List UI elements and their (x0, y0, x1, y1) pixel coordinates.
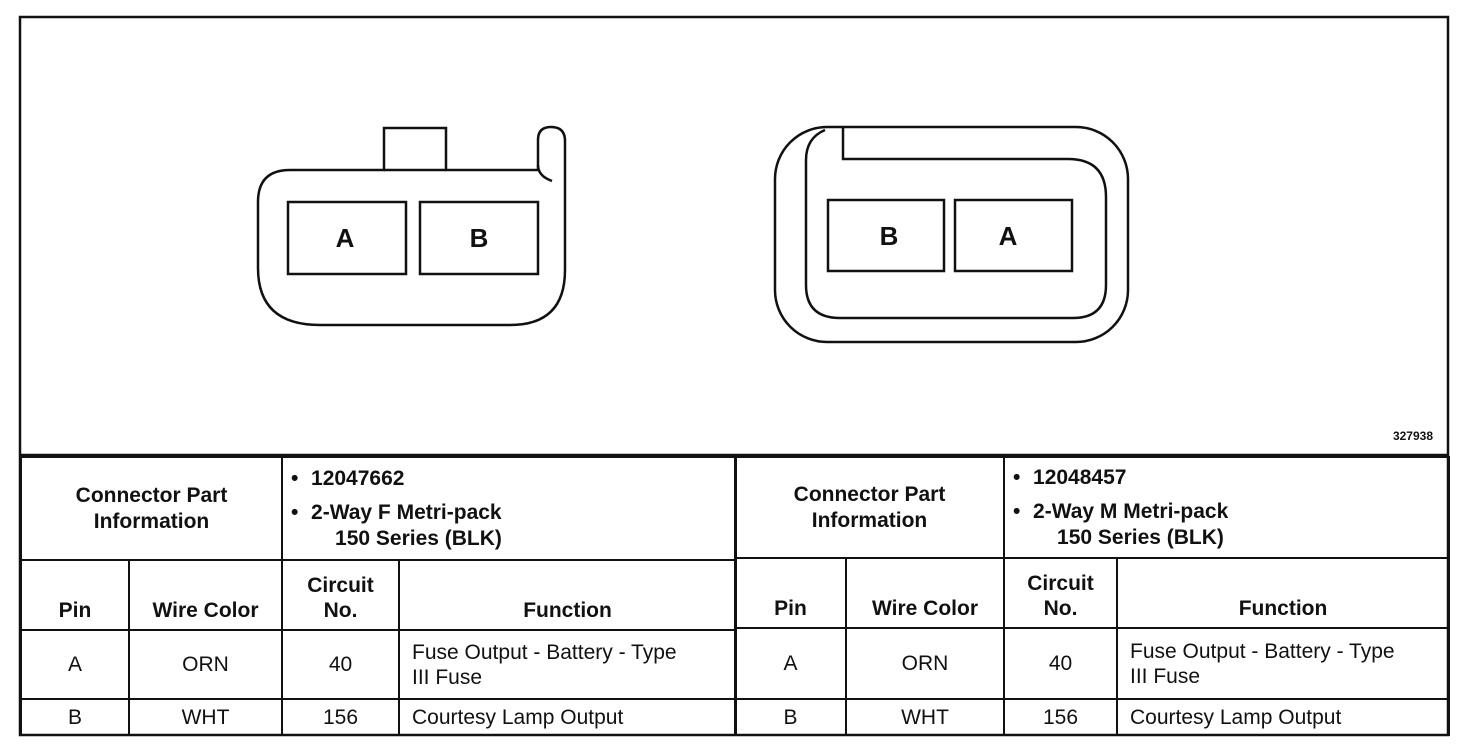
connector-table-male: Connector Part Information •12048457 •2-… (733, 456, 1451, 736)
part-info-header: Connector Part Information (19, 456, 284, 561)
female-connector-housing (256, 125, 567, 327)
figure-id: 327938 (1393, 429, 1433, 443)
female-latch-tab (536, 164, 553, 183)
male-cavity-a (953, 198, 1074, 273)
wire-color-cell: WHT (844, 698, 1006, 736)
male-connector-outer-housing (773, 125, 1130, 344)
male-connector-face (773, 125, 1130, 344)
col-header-circuit-no: Circuit No. (281, 559, 401, 631)
function-text: Fuse Output - Battery - Type III Fuse (1130, 639, 1395, 688)
description-line1: 2-Way F Metri-pack (311, 500, 502, 524)
function-cell: Fuse Output - Battery - Type III Fuse (1116, 627, 1451, 700)
part-info-header: Connector Part Information (733, 456, 1006, 559)
wire-color-cell: WHT (127, 698, 284, 736)
function-text: Fuse Output - Battery - Type III Fuse (412, 640, 677, 689)
pin-cell: A (734, 627, 847, 700)
col-header-function: Function (398, 559, 738, 631)
part-info-details: •12048457 •2-Way M Metri-pack 150 Series… (1003, 456, 1451, 559)
col-header-pin: Pin (20, 559, 130, 631)
table-row: B WHT 156 Courtesy Lamp Output (20, 698, 738, 736)
male-connector-inner-shroud (804, 127, 1108, 320)
circuit-cell: 40 (1003, 627, 1119, 700)
connector-table-female: Connector Part Information •12047662 •2-… (19, 456, 738, 736)
male-pin-label-a: A (999, 221, 1018, 251)
circuit-cell: 156 (281, 698, 401, 736)
col-header-wire-color: Wire Color (127, 559, 284, 631)
circuit-cell: 156 (1003, 698, 1119, 736)
pin-cell: B (734, 698, 847, 736)
pin-cell: B (20, 698, 130, 736)
table-row: A ORN 40 Fuse Output - Battery - Type II… (734, 627, 1451, 700)
part-info-label: Connector Part Information (75, 483, 228, 533)
function-cell: Fuse Output - Battery - Type III Fuse (398, 629, 738, 700)
table-row: A ORN 40 Fuse Output - Battery - Type II… (20, 629, 738, 700)
part-number: 12048457 (1033, 465, 1127, 489)
female-cavity-a (286, 200, 408, 276)
function-cell: Courtesy Lamp Output (398, 698, 738, 736)
col-header-circuit-no: Circuit No. (1003, 557, 1119, 629)
female-pin-label-a: A (336, 223, 355, 253)
col-header-wire-color: Wire Color (844, 557, 1006, 629)
col-header-function: Function (1116, 557, 1451, 629)
male-pin-label-b: B (880, 221, 899, 251)
female-connector-face (256, 125, 567, 327)
female-cavity-b (418, 200, 540, 276)
description-line1: 2-Way M Metri-pack (1033, 499, 1229, 523)
wire-color-cell: ORN (844, 627, 1006, 700)
circuit-no-label: Circuit No. (1027, 572, 1094, 620)
col-header-pin: Pin (734, 557, 847, 629)
part-number: 12047662 (311, 466, 405, 490)
pin-cell: A (20, 629, 130, 700)
circuit-cell: 40 (281, 629, 401, 700)
description-line2: 150 Series (BLK) (335, 526, 502, 550)
male-cavity-b (826, 198, 946, 273)
description-line: •2-Way F Metri-pack (291, 500, 502, 524)
female-pin-label-b: B (470, 223, 489, 253)
circuit-no-label: Circuit No. (307, 574, 374, 622)
description-line: •2-Way M Metri-pack (1013, 499, 1229, 523)
description-line2: 150 Series (BLK) (1057, 525, 1224, 549)
part-info-details: •12047662 •2-Way F Metri-pack 150 Series… (281, 456, 738, 561)
wire-color-cell: ORN (127, 629, 284, 700)
sheet-border (18, 15, 1450, 737)
part-info-label: Connector Part Information (793, 482, 946, 532)
part-number-line: •12048457 (1013, 465, 1127, 489)
function-cell: Courtesy Lamp Output (1116, 698, 1451, 736)
part-number-line: •12047662 (291, 466, 405, 490)
table-row: B WHT 156 Courtesy Lamp Output (734, 698, 1451, 736)
